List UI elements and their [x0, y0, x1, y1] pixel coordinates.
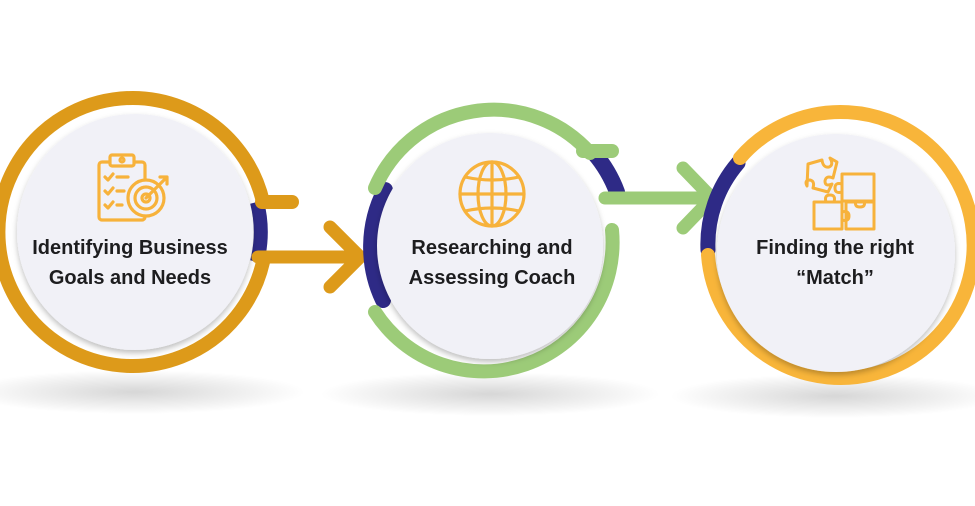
step-3-node: [700, 104, 975, 385]
step-2-label-line2: Assessing Coach: [408, 267, 576, 289]
arrow-1-to-2: [251, 220, 367, 294]
step-2-node: [363, 102, 625, 379]
step-1-disc: [17, 114, 253, 350]
step-1-ring: [0, 91, 270, 373]
step-2-ring-bottom: [368, 223, 620, 379]
step-1-label: Identifying Business Goals and Needs: [15, 233, 245, 293]
step-3-ring: [701, 104, 975, 385]
step-2-accent-arc-left: [363, 182, 393, 308]
clipboard-target-icon: [97, 153, 169, 222]
floor-shadow-1: [0, 370, 305, 414]
step-2-label-line1: Researching and: [411, 237, 573, 259]
step-2-disc: [377, 133, 603, 359]
step-3-disc: [717, 134, 955, 372]
step-1-label-line1: Identifying Business: [32, 237, 228, 259]
arrow-2-to-3: [598, 161, 719, 235]
floor-shadow-3: [670, 374, 975, 418]
step-3-label: Finding the right “Match”: [720, 233, 950, 293]
step-2-accent-arc-right: [586, 145, 625, 200]
puzzle-icon: [804, 156, 876, 231]
globe-icon: [458, 160, 526, 228]
floor-shadow-2: [320, 372, 660, 416]
step-2-label: Researching and Assessing Coach: [377, 233, 607, 293]
step-1-node: [0, 91, 299, 373]
step-3-label-line1: Finding the right: [756, 237, 914, 259]
step-3-label-line2: “Match”: [796, 267, 874, 289]
step-3-accent-arc: [700, 155, 746, 258]
step-1-label-line2: Goals and Needs: [48, 267, 212, 289]
step-2-ring-top: [368, 102, 597, 195]
